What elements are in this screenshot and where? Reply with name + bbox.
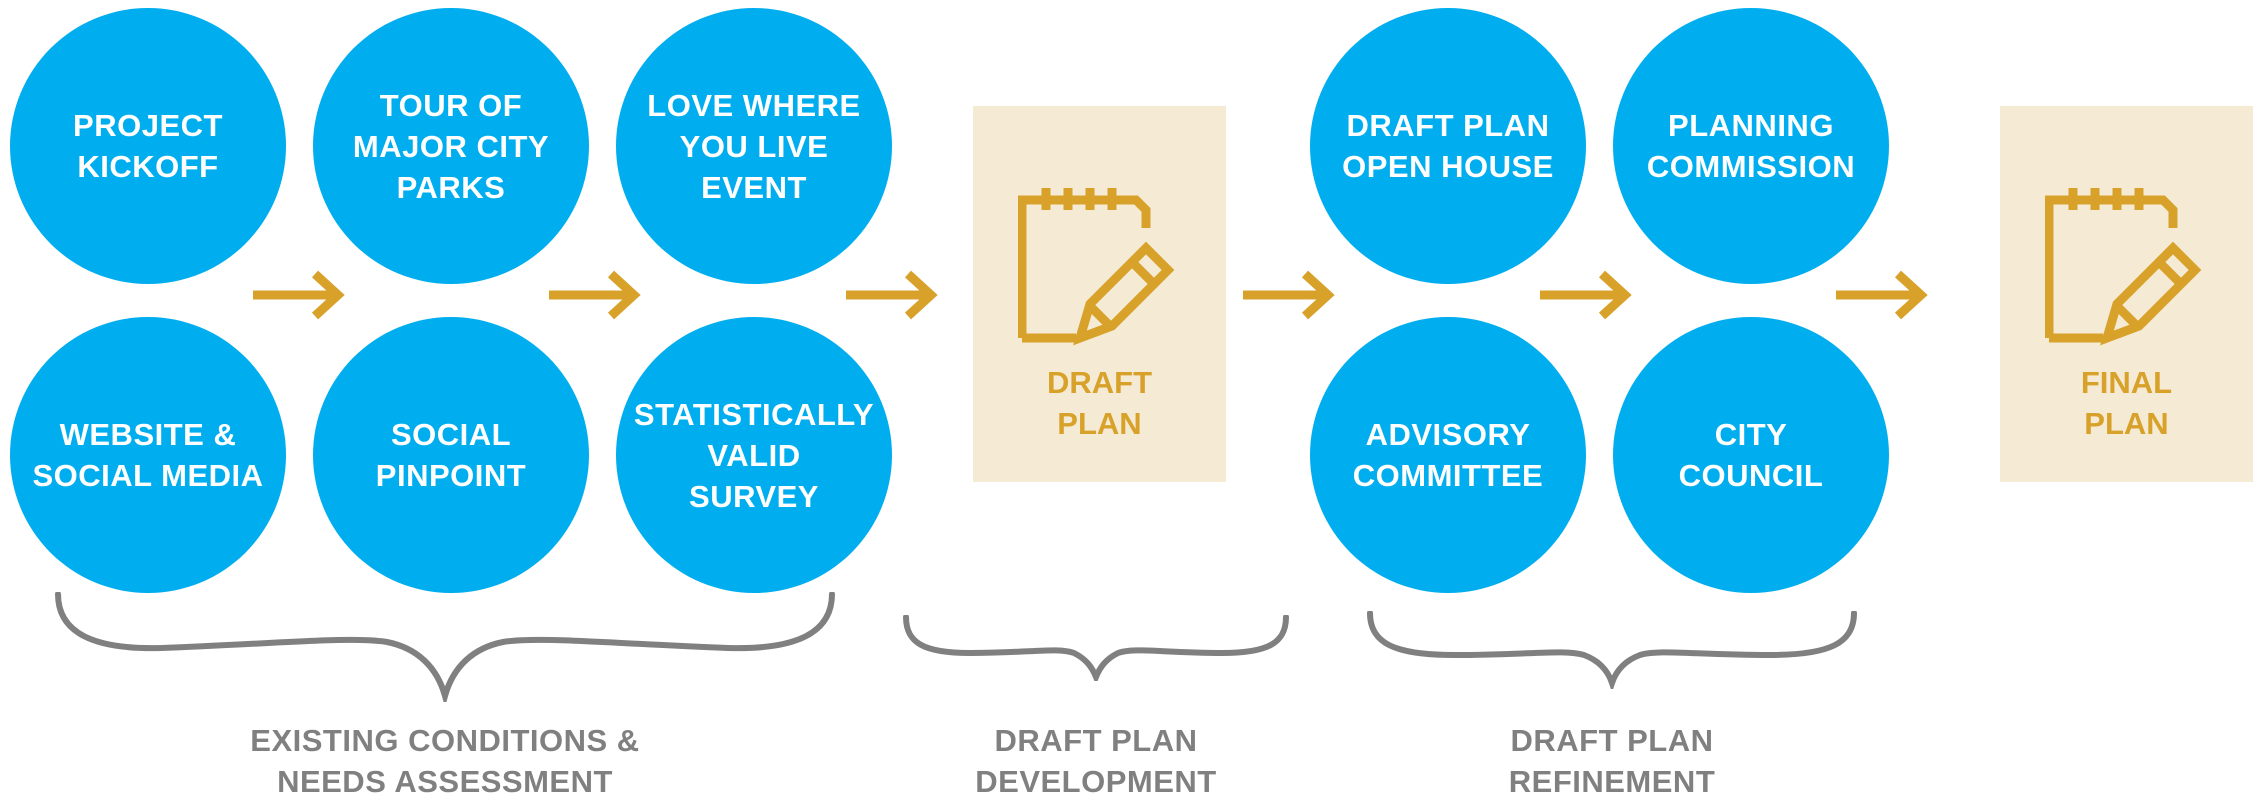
- step-social-pinpoint: SOCIAL PINPOINT: [313, 317, 589, 593]
- step-label: LOVE WHERE YOU LIVE EVENT: [647, 87, 861, 205]
- arrow-right-icon: [1540, 270, 1632, 320]
- arrow-right-icon: [549, 270, 641, 320]
- step-label: STATISTICALLY VALID SURVEY: [633, 396, 875, 514]
- step-city-council: CITY COUNCIL: [1613, 317, 1889, 593]
- step-website-social-media: WEBSITE & SOCIAL MEDIA: [10, 317, 286, 593]
- notepad-pencil-icon: [1018, 188, 1175, 346]
- phase-label-draft-plan-refinement: DRAFT PLAN REFINEMENT: [1508, 723, 1716, 799]
- phase-label-draft-plan-development: DRAFT PLAN DEVELOPMENT: [975, 723, 1217, 799]
- notepad-pencil-icon: [2045, 188, 2202, 346]
- step-planning-commission: PLANNING COMMISSION: [1613, 8, 1889, 284]
- step-label: ADVISORY COMMITTEE: [1352, 417, 1544, 493]
- phase-label-existing-conditions: EXISTING CONDITIONS & NEEDS ASSESSMENT: [250, 723, 640, 799]
- step-tour-of-parks: TOUR OF MAJOR CITY PARKS: [313, 8, 589, 284]
- draft-plan-box: DRAFT PLAN: [973, 106, 1226, 482]
- step-statistically-valid-survey: STATISTICALLY VALID SURVEY: [616, 317, 892, 593]
- step-label: DRAFT PLAN OPEN HOUSE: [1342, 108, 1554, 184]
- final-plan-box: FINAL PLAN: [2000, 106, 2253, 482]
- draft-plan-label: DRAFT PLAN: [1046, 365, 1153, 441]
- step-label: TOUR OF MAJOR CITY PARKS: [352, 87, 550, 205]
- step-label: PROJECT KICKOFF: [73, 108, 223, 184]
- brace-existing-conditions: [55, 592, 835, 702]
- step-project-kickoff: PROJECT KICKOFF: [10, 8, 286, 284]
- step-label: WEBSITE & SOCIAL MEDIA: [32, 417, 264, 493]
- arrow-right-icon: [1836, 270, 1928, 320]
- step-label: CITY COUNCIL: [1678, 417, 1824, 493]
- step-label: SOCIAL PINPOINT: [375, 417, 527, 493]
- arrow-right-icon: [1243, 270, 1335, 320]
- step-label: PLANNING COMMISSION: [1646, 108, 1856, 184]
- step-love-where-you-live: LOVE WHERE YOU LIVE EVENT: [616, 8, 892, 284]
- arrow-right-icon: [846, 270, 938, 320]
- arrow-right-icon: [253, 270, 345, 320]
- step-draft-plan-open-house: DRAFT PLAN OPEN HOUSE: [1310, 8, 1586, 284]
- brace-draft-plan-development: [903, 615, 1289, 681]
- step-advisory-committee: ADVISORY COMMITTEE: [1310, 317, 1586, 593]
- brace-draft-plan-refinement: [1367, 611, 1857, 689]
- final-plan-label: FINAL PLAN: [2080, 365, 2173, 441]
